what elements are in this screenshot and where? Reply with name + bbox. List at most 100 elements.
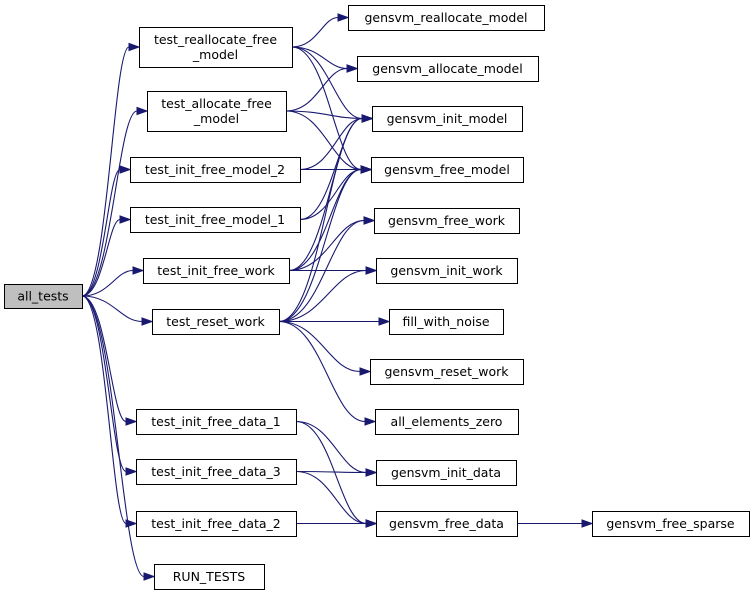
node-g-init-data[interactable]: gensvm_init_data [376, 460, 517, 486]
node-t-data1[interactable]: test_init_free_data_1 [136, 409, 297, 435]
nodes-layer: all_tests test_reallocate_free_model test_… [4, 5, 750, 590]
node-label: test_reset_work [166, 314, 265, 329]
node-g-free-work[interactable]: gensvm_free_work [374, 208, 520, 234]
node-t-reset[interactable]: test_reset_work [152, 309, 280, 335]
node-box [592, 511, 750, 537]
node-g-init-model[interactable]: gensvm_init_model [372, 106, 523, 132]
node-all-zero[interactable]: all_elements_zero [375, 409, 519, 435]
edge-line [299, 117, 363, 171]
node-box [130, 157, 301, 183]
arrowhead-icon [361, 114, 374, 123]
node-g-init-work[interactable]: gensvm_init_work [376, 258, 518, 284]
arrowhead-icon [119, 165, 132, 174]
node-t-alloc[interactable]: test_allocate_free_model [147, 91, 287, 132]
node-box [136, 511, 297, 537]
node-g-alloc[interactable]: gensvm_allocate_model [357, 56, 539, 82]
edge-line [81, 295, 145, 578]
node-label: gensvm_free_sparse [606, 516, 735, 531]
node-fill-noise[interactable]: fill_with_noise [389, 309, 504, 335]
node-box [130, 207, 301, 233]
edge-all_tests-to-t_work [81, 266, 145, 297]
edge-all_tests-to-t_realloc [81, 42, 141, 297]
edge-line [288, 219, 365, 272]
node-g-free-data[interactable]: gensvm_free_data [376, 511, 518, 537]
node-label: gensvm_allocate_model [372, 61, 522, 76]
edge-line [278, 320, 366, 423]
edge-line [285, 110, 363, 120]
arrowhead-icon [365, 519, 378, 528]
edge-t_data3-to-g_free_data [295, 470, 378, 528]
node-t-data3[interactable]: test_init_free_data_3 [136, 459, 297, 485]
edge-t_reset-to-fill_noise [279, 317, 391, 326]
arrowhead-icon [125, 417, 138, 426]
node-box [374, 208, 520, 234]
node-g-realloc[interactable]: gensvm_reallocate_model [348, 5, 545, 31]
arrowhead-icon [359, 367, 372, 376]
arrowhead-icon [360, 165, 373, 174]
node-label: _model [192, 47, 238, 62]
edge-all_tests-to-t_init1 [81, 215, 132, 297]
node-box [376, 460, 517, 486]
edge-all_tests-to-t_data2 [81, 295, 138, 528]
node-g-free-sparse[interactable]: gensvm_free_sparse [592, 511, 750, 537]
node-all-tests[interactable]: all_tests [4, 284, 83, 309]
arrowhead-icon [119, 215, 132, 224]
node-box [376, 258, 518, 284]
edge-t_alloc-to-g_alloc [285, 64, 359, 112]
arrowhead-icon [143, 572, 156, 581]
edge-line [295, 470, 367, 474]
edge-line [278, 320, 361, 373]
arrowhead-icon [125, 467, 138, 476]
arrowhead-icon [365, 266, 378, 275]
arrowhead-icon [132, 266, 145, 275]
arrowhead-icon [141, 317, 154, 326]
node-box [147, 91, 287, 132]
edge-line [81, 295, 127, 473]
node-label: _model [193, 111, 239, 126]
edge-line [278, 117, 363, 323]
node-label: test_init_free_data_3 [151, 464, 281, 479]
edge-line [81, 269, 134, 297]
node-label: test_init_free_model_2 [145, 162, 285, 177]
node-t-realloc[interactable]: test_reallocate_free_model [139, 27, 293, 68]
node-t-work[interactable]: test_init_free_work [143, 258, 290, 284]
arrowhead-icon [337, 13, 350, 22]
arrowhead-icon [346, 64, 359, 73]
edge-t_init2-to-g_init_model [299, 114, 374, 171]
edge-t_data1-to-g_free_data [295, 420, 378, 528]
node-label: RUN_TESTS [173, 569, 246, 584]
node-t-data2[interactable]: test_init_free_data_2 [136, 511, 297, 537]
arrowhead-icon [365, 468, 378, 477]
node-g-reset-work[interactable]: gensvm_reset_work [370, 359, 524, 385]
arrowhead-icon [136, 106, 149, 116]
node-label: gensvm_free_data [389, 516, 504, 531]
node-label: test_init_free_data_2 [151, 516, 281, 531]
edge-line [81, 46, 130, 297]
node-g-free-model[interactable]: gensvm_free_model [371, 157, 524, 183]
node-run-tests[interactable]: RUN_TESTS [154, 564, 265, 590]
node-box [348, 5, 545, 31]
node-label: test_allocate_free [161, 96, 272, 111]
node-t-init2[interactable]: test_init_free_model_2 [130, 157, 301, 183]
edge-t_data3-to-g_init_data [295, 468, 378, 477]
edge-line [285, 67, 348, 112]
node-label: test_init_free_model_1 [145, 212, 285, 227]
edge-line [278, 219, 365, 323]
edge-t_reset-to-g_init_model [278, 114, 374, 323]
edge-line [278, 269, 367, 323]
node-label: gensvm_init_model [387, 111, 508, 126]
edge-t_work-to-g_free_work [288, 216, 376, 272]
arrowhead-icon [128, 42, 141, 52]
edge-line [81, 110, 138, 297]
edge-all_tests-to-run_tests [81, 295, 156, 581]
edge-line [288, 117, 363, 272]
arrowhead-icon [378, 317, 391, 326]
node-box [154, 564, 265, 590]
node-t-init1[interactable]: test_init_free_model_1 [130, 207, 301, 233]
node-label: all_elements_zero [391, 414, 503, 429]
arrowhead-icon [364, 417, 377, 426]
node-box [376, 511, 518, 537]
edge-all_tests-to-t_reset [81, 295, 154, 326]
edges-layer [81, 13, 594, 581]
